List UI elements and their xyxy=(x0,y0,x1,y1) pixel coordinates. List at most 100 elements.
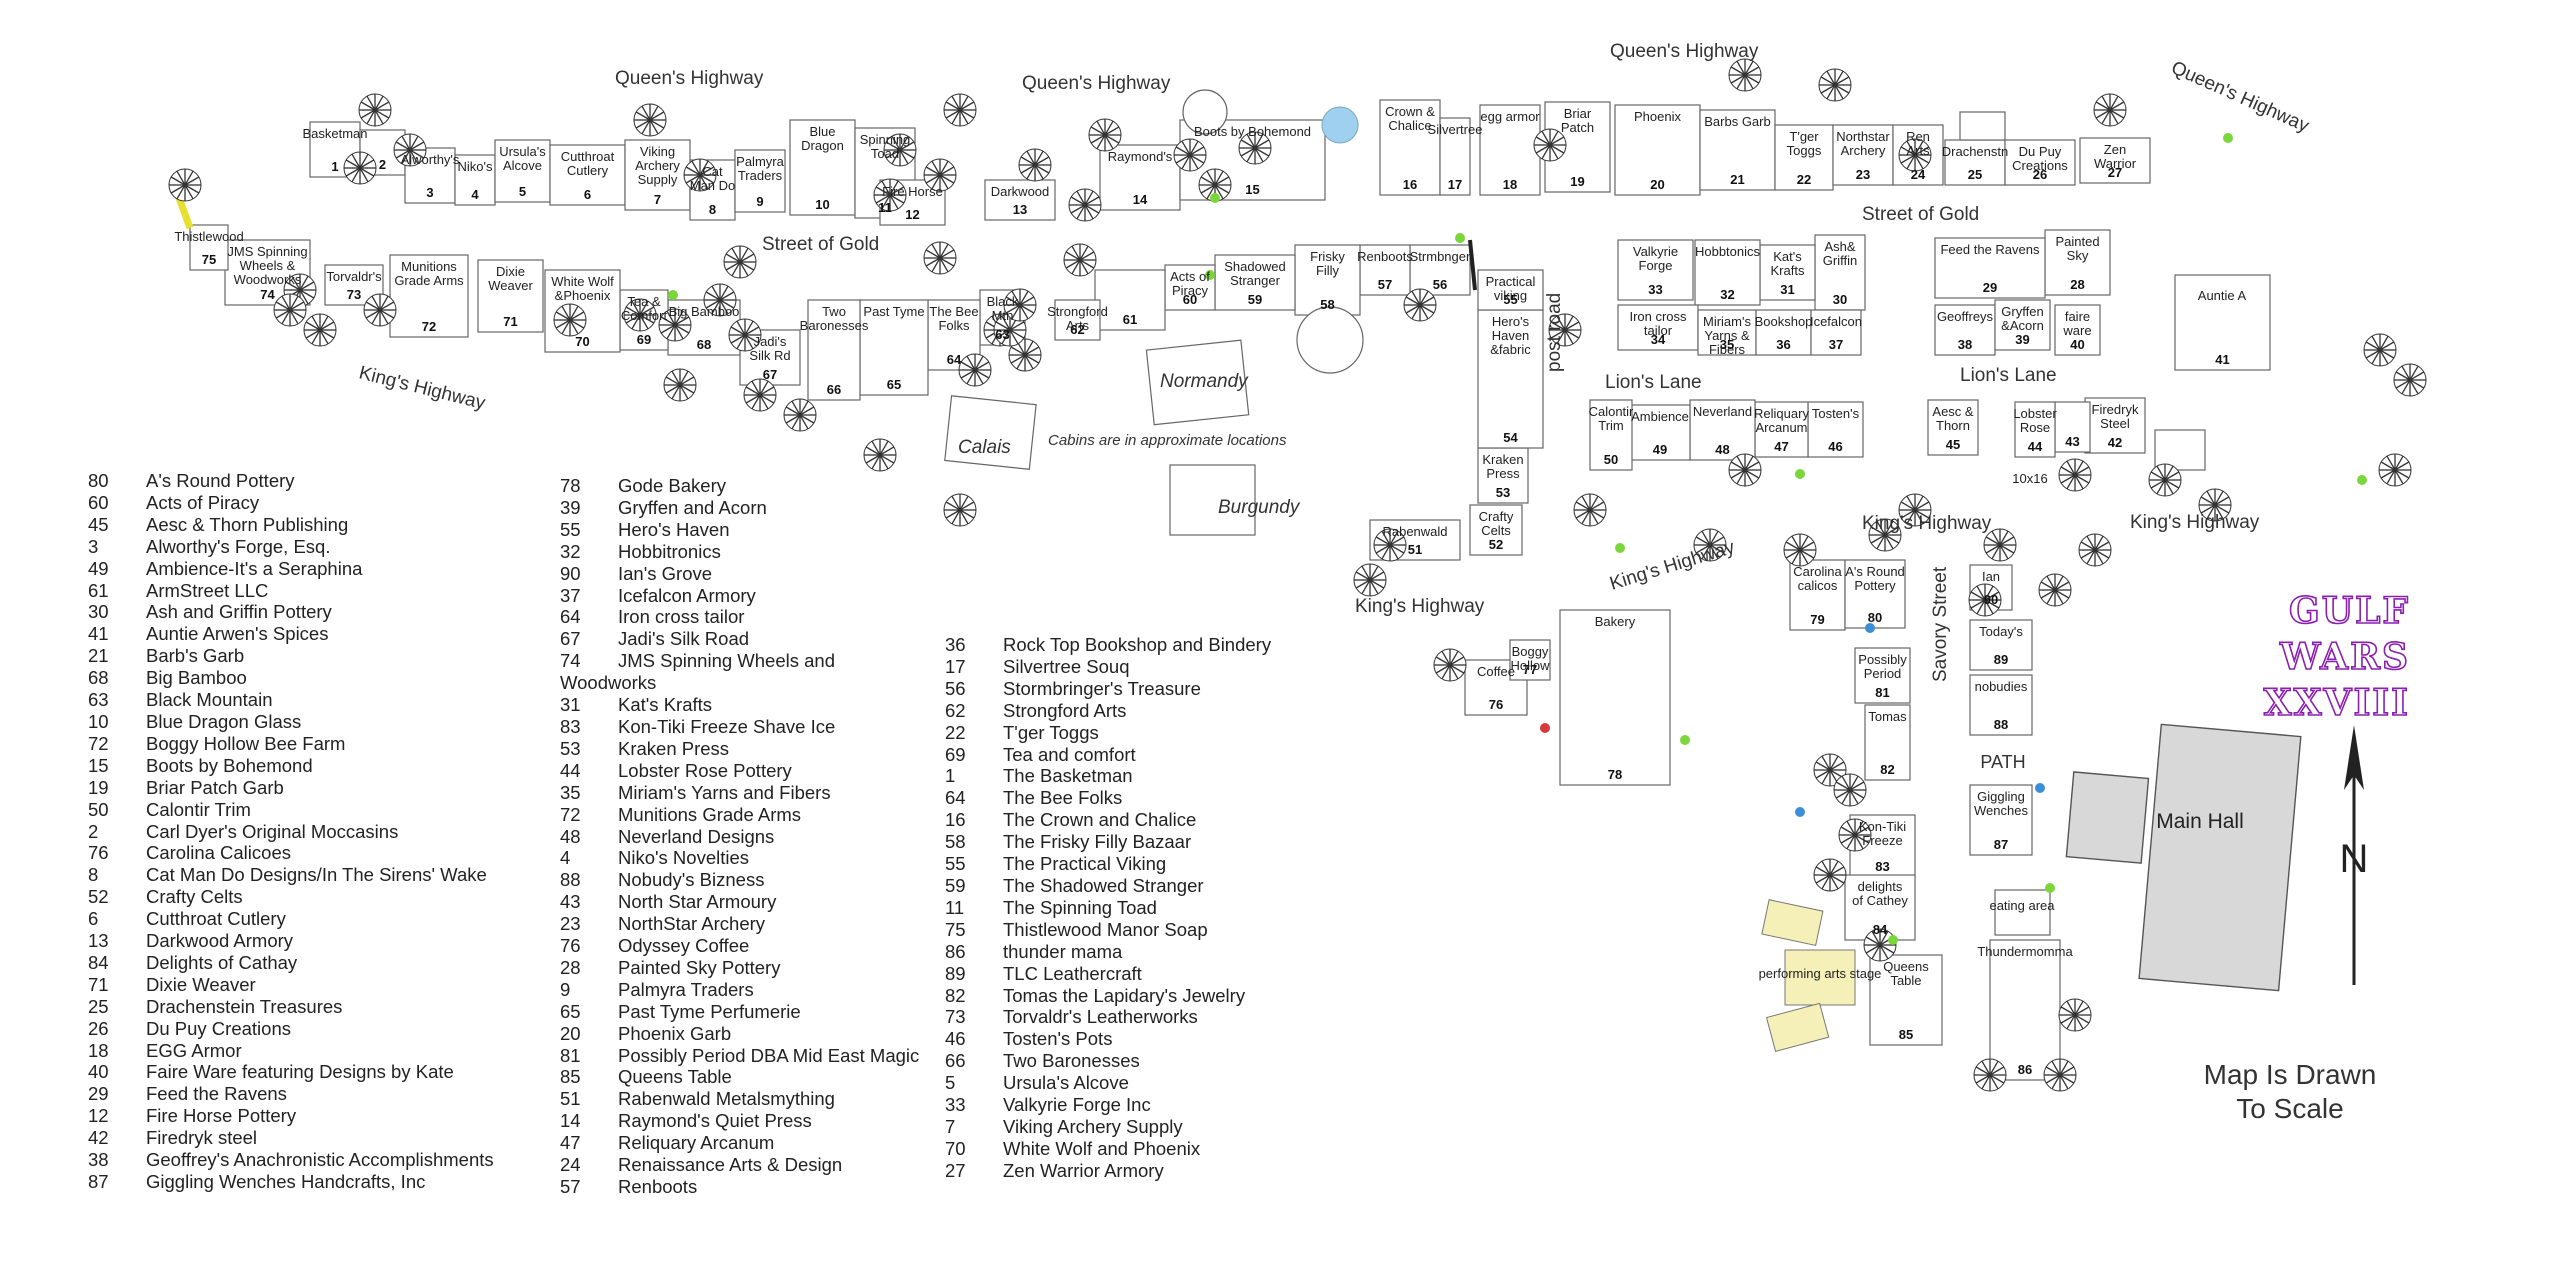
booth-17[interactable] xyxy=(1439,117,1471,196)
booth-21[interactable] xyxy=(1699,109,1776,191)
booth-22[interactable] xyxy=(1774,124,1834,191)
booth-43[interactable] xyxy=(2054,401,2091,453)
booth-27[interactable] xyxy=(2079,137,2151,184)
tree-icon xyxy=(1693,528,1727,562)
booth-26[interactable] xyxy=(2004,139,2076,186)
booth-52[interactable] xyxy=(1469,504,1523,556)
booth-42[interactable] xyxy=(2084,397,2146,454)
booth-13[interactable] xyxy=(984,179,1056,221)
legend-vendor-name: Drachenstein Treasures xyxy=(146,995,343,1017)
booth-33[interactable] xyxy=(1617,239,1694,301)
booth-65[interactable] xyxy=(859,299,929,396)
booth-61[interactable] xyxy=(1094,269,1166,331)
legend-number: 23 xyxy=(560,913,581,935)
booth-30[interactable] xyxy=(1814,234,1866,311)
booth-50[interactable] xyxy=(1589,399,1633,471)
booth-88[interactable] xyxy=(1969,674,2033,736)
booth-41[interactable] xyxy=(2174,274,2271,371)
booth-7[interactable] xyxy=(624,139,691,211)
tree-icon xyxy=(958,353,992,387)
main-hall[interactable] xyxy=(2138,723,2302,992)
booth-86[interactable] xyxy=(1989,939,2061,1081)
booth-79[interactable] xyxy=(1789,559,1846,631)
booth-label: Fire Horse xyxy=(882,184,943,199)
booth-59[interactable] xyxy=(1214,254,1296,311)
booth-36[interactable] xyxy=(1755,309,1812,356)
booth-35[interactable] xyxy=(1697,309,1757,356)
booth-23[interactable] xyxy=(1832,124,1894,186)
booth-16[interactable] xyxy=(1379,99,1441,196)
booth-46[interactable] xyxy=(1807,401,1864,458)
booth-54[interactable] xyxy=(1477,309,1544,449)
tree-layer xyxy=(168,58,2427,1092)
booth-20[interactable] xyxy=(1614,104,1701,196)
booth-31[interactable] xyxy=(1759,244,1816,301)
legend-vendor-name: Rabenwald Metalsmything xyxy=(618,1088,835,1110)
booth-87[interactable] xyxy=(1969,784,2033,856)
booth-44[interactable] xyxy=(2014,401,2056,458)
legend-number: 47 xyxy=(560,1132,581,1154)
booth-6[interactable] xyxy=(549,144,626,206)
booth-38[interactable] xyxy=(1934,304,1996,356)
booth-10[interactable] xyxy=(789,119,856,216)
legend-number: 38 xyxy=(88,1149,109,1171)
booth-82[interactable] xyxy=(1864,704,1911,781)
cabins-note: Cabins are in approximate locations xyxy=(1048,432,1287,449)
booth-53[interactable] xyxy=(1477,447,1529,504)
booth-number: 18 xyxy=(1503,177,1517,192)
booth-85[interactable] xyxy=(1869,954,1943,1046)
booth-45[interactable] xyxy=(1927,399,1979,456)
booth-14[interactable] xyxy=(1099,144,1181,211)
booth-78[interactable] xyxy=(1559,609,1671,786)
booth-77[interactable] xyxy=(1509,639,1551,681)
booth-32[interactable] xyxy=(1694,239,1761,306)
booth-29[interactable] xyxy=(1934,237,2046,299)
legend-number: 88 xyxy=(560,869,581,891)
legend-number: 6 xyxy=(88,908,99,930)
booth-81[interactable] xyxy=(1854,647,1911,704)
booth-number: 23 xyxy=(1856,167,1870,182)
scale-note: Map Is Drawn To Scale xyxy=(2180,1058,2400,1126)
booth-55[interactable] xyxy=(1477,269,1544,311)
legend-vendor-name: NorthStar Archery xyxy=(618,913,766,935)
booth-37[interactable] xyxy=(1810,309,1862,356)
booth-48[interactable] xyxy=(1689,399,1756,461)
booth-66[interactable] xyxy=(807,299,861,401)
booth-9[interactable] xyxy=(734,149,786,213)
booth-28[interactable] xyxy=(2044,229,2111,296)
legend-vendor-name: Jadi's Silk Road xyxy=(618,628,750,650)
booth-34[interactable] xyxy=(1617,304,1699,351)
booth-89[interactable] xyxy=(1969,619,2033,671)
booth-56[interactable] xyxy=(1409,244,1471,296)
booth-71[interactable] xyxy=(477,259,544,333)
booth-18[interactable] xyxy=(1479,104,1541,196)
booth-5[interactable] xyxy=(494,139,551,203)
main-hall-annex xyxy=(2065,771,2150,864)
legend-vendor-name: Aesc & Thorn Publishing xyxy=(146,513,349,535)
legend-number: 76 xyxy=(88,842,109,864)
booth-75[interactable] xyxy=(189,224,229,271)
booth-39[interactable] xyxy=(1994,299,2051,351)
legend-vendor-name: Renboots xyxy=(618,1176,698,1197)
booth-number: 88 xyxy=(1994,717,2008,732)
booth-25[interactable] xyxy=(1944,139,2006,186)
tree-icon xyxy=(1838,818,1872,852)
booth-label: Niko's xyxy=(458,159,493,174)
booth-49[interactable] xyxy=(1629,404,1691,461)
legend-vendor-name: Lobster Rose Pottery xyxy=(618,759,792,781)
booth-62[interactable] xyxy=(1054,299,1101,341)
legend-vendor-name: Darkwood Armory xyxy=(146,930,294,952)
booth-80[interactable] xyxy=(1844,559,1906,629)
booth-72[interactable] xyxy=(389,254,469,338)
legend-vendor-name: Ash and Griffin Pottery xyxy=(146,601,332,623)
legend-vendor-name: Past Tyme Perfumerie xyxy=(618,1000,801,1022)
booth-40[interactable] xyxy=(2054,304,2101,356)
